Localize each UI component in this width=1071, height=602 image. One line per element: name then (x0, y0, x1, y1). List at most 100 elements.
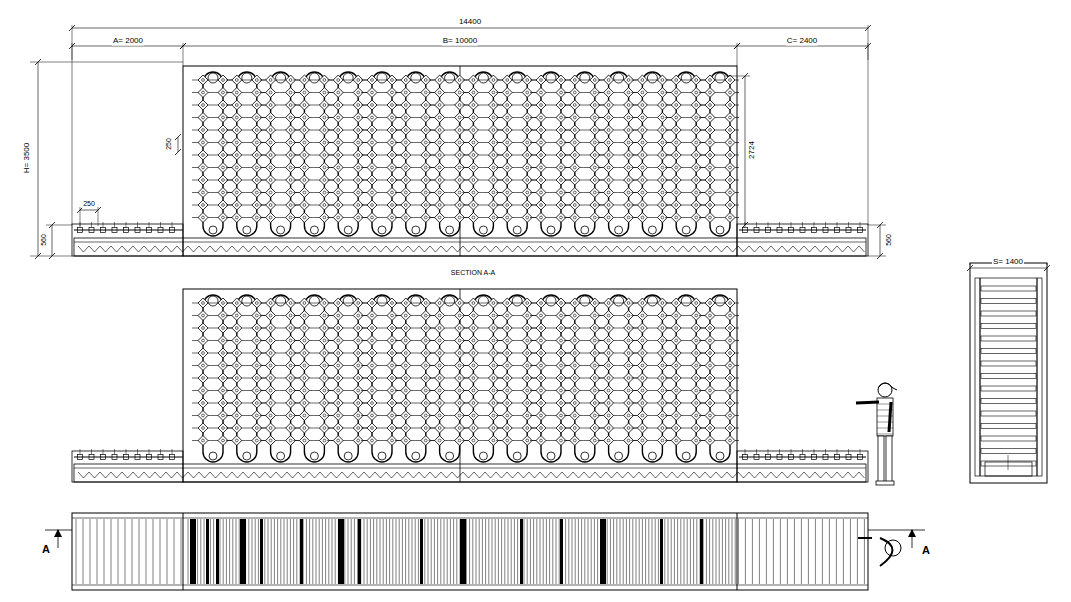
chain-link (536, 113, 546, 123)
link-pin (573, 79, 576, 82)
sprocket (276, 73, 286, 83)
chain-link (333, 373, 343, 383)
chain-link (502, 163, 512, 173)
link-pin (675, 91, 678, 94)
link-pin (357, 129, 360, 132)
chain-link (333, 100, 343, 110)
chain-link (536, 163, 546, 173)
link-pin (303, 154, 306, 157)
link-pin (540, 91, 543, 94)
link-pin (289, 364, 292, 367)
chain-link (367, 175, 377, 185)
link-pin (222, 179, 225, 182)
roller-post (756, 222, 757, 228)
chain-link (232, 298, 242, 308)
base-rail (74, 242, 866, 243)
link-pin (729, 154, 732, 157)
link-pin (404, 166, 407, 169)
chain-link (570, 188, 580, 198)
roller (858, 228, 863, 233)
infeed-frame (72, 224, 183, 256)
chain-link (725, 88, 735, 98)
link-pin (289, 414, 292, 417)
link-pin (235, 91, 238, 94)
link-pin (404, 314, 407, 317)
link-pin (458, 302, 461, 305)
link-pin (404, 389, 407, 392)
chain-link (198, 200, 208, 210)
chain-link (232, 386, 242, 396)
link-pin (492, 129, 495, 132)
link-pin (202, 216, 205, 219)
chain-loop (462, 72, 502, 236)
sprocket (681, 73, 691, 83)
chain-link (468, 348, 478, 358)
link-pin (404, 204, 407, 207)
sprocket (378, 452, 386, 460)
chain-loop (429, 72, 469, 236)
link-pin (404, 116, 407, 119)
chain-link (367, 373, 377, 383)
link-pin (391, 166, 394, 169)
link-pin (709, 154, 712, 157)
chain-link (435, 113, 445, 123)
link-pin (323, 91, 326, 94)
chain-link (198, 373, 208, 383)
link-pin (289, 427, 292, 430)
chain-link (401, 150, 411, 160)
chain-link (705, 200, 715, 210)
roller (78, 455, 83, 460)
link-pin (641, 104, 644, 107)
link-pin (695, 179, 698, 182)
link-pin (391, 179, 394, 182)
chain-link (367, 298, 377, 308)
link-pin (235, 79, 238, 82)
link-pin (424, 364, 427, 367)
link-pin (709, 191, 712, 194)
roller (124, 455, 129, 460)
link-pin (506, 141, 509, 144)
chain-link (367, 323, 377, 333)
chain-link (705, 138, 715, 148)
chain-link (299, 113, 309, 123)
link-pin (255, 141, 258, 144)
link-pin (560, 216, 563, 219)
link-pin (289, 191, 292, 194)
link-pin (303, 129, 306, 132)
chain-link (232, 88, 242, 98)
chain-link (333, 298, 343, 308)
link-pin (607, 104, 610, 107)
link-pin (357, 439, 360, 442)
link-pin (492, 79, 495, 82)
link-pin (371, 141, 374, 144)
link-pin (289, 327, 292, 330)
sprocket (343, 73, 353, 83)
link-pin (424, 204, 427, 207)
link-pin (323, 439, 326, 442)
link-pin (391, 364, 394, 367)
chain-link (435, 423, 445, 433)
link-pin (255, 116, 258, 119)
link-pin (323, 191, 326, 194)
chain-link (671, 113, 681, 123)
link-pin (235, 327, 238, 330)
chain-link (401, 423, 411, 433)
link-pin (404, 327, 407, 330)
link-pin (323, 216, 326, 219)
link-pin (492, 352, 495, 355)
link-pin (472, 314, 475, 317)
chain-link (536, 150, 546, 160)
chain-link (401, 100, 411, 110)
chain-link (198, 348, 208, 358)
chain-link (266, 188, 276, 198)
link-pin (424, 179, 427, 182)
chain-link (725, 175, 735, 185)
chain-link (536, 213, 546, 223)
chain-link (232, 323, 242, 333)
roller-post (91, 222, 92, 228)
link-pin (289, 216, 292, 219)
roller (112, 228, 117, 233)
link-pin (222, 389, 225, 392)
link-pin (438, 389, 441, 392)
chain-loop (361, 295, 401, 462)
